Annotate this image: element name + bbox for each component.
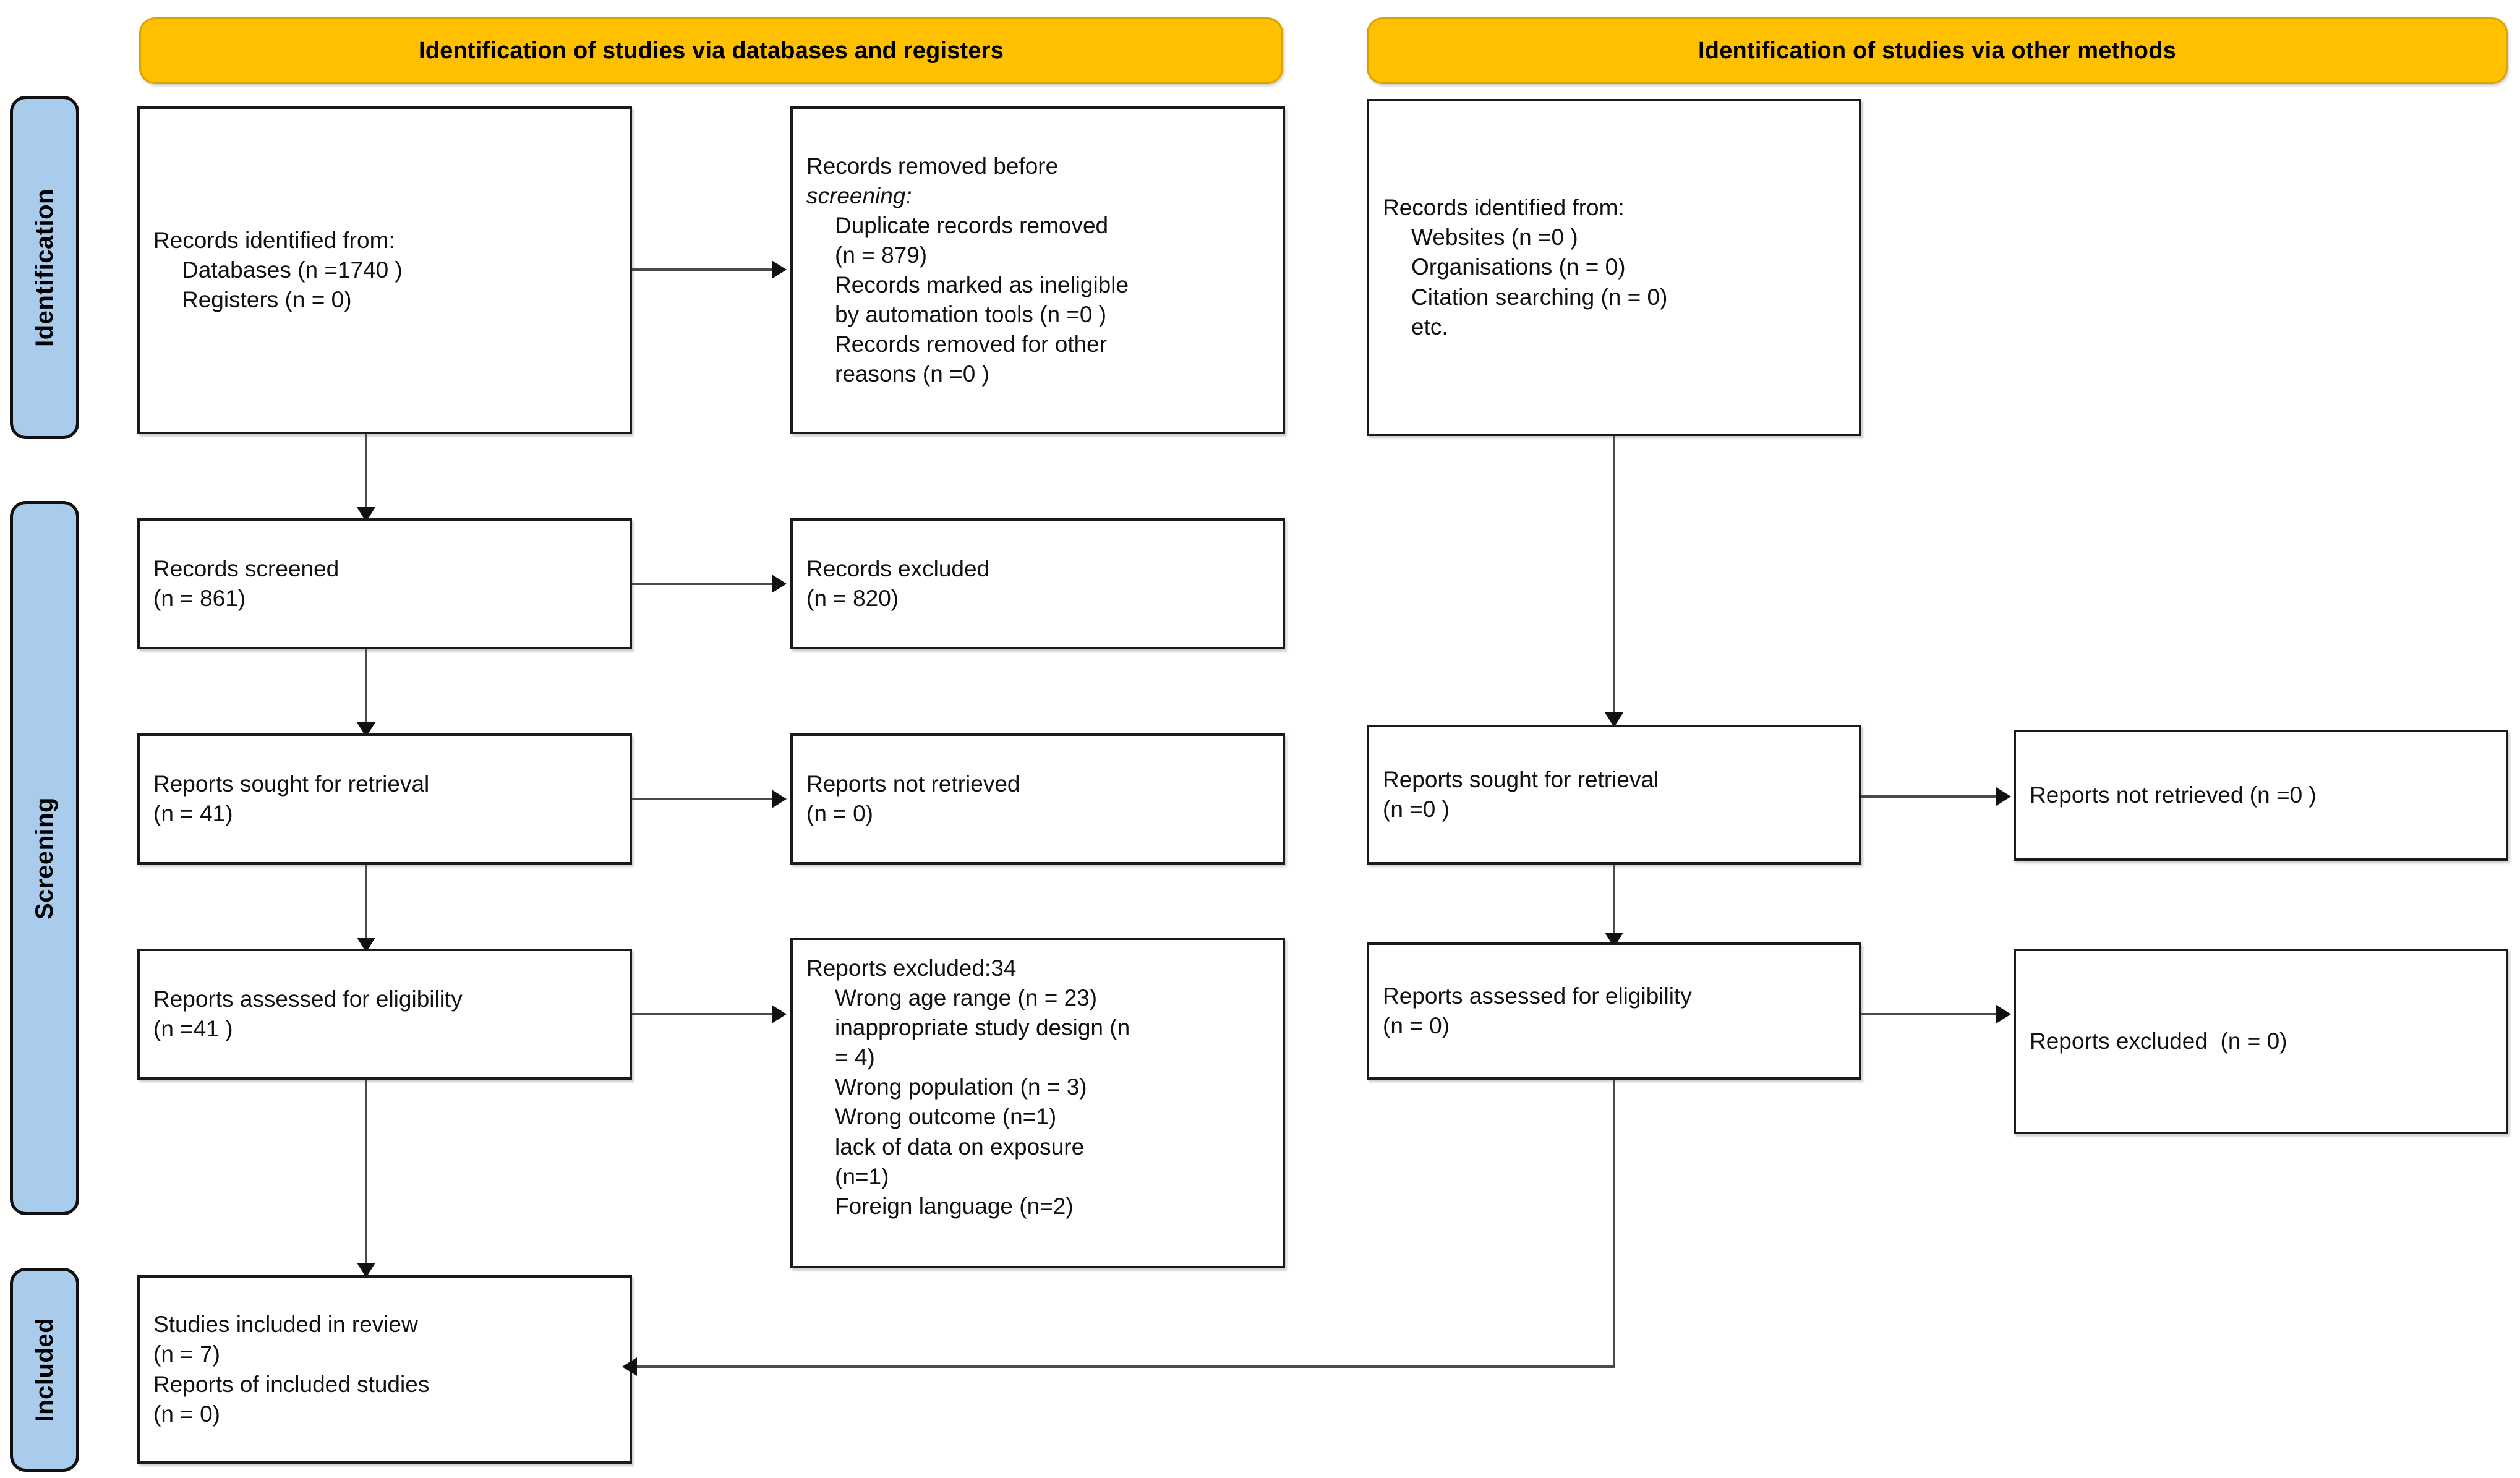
arrowhead-sought-to-notretrieved-right: [1996, 787, 2011, 806]
box-line: (n = 7): [153, 1341, 220, 1367]
banner-other-methods-label: Identification of studies via other meth…: [1698, 37, 2176, 64]
connector-identified-to-removed: [632, 268, 773, 271]
box-line: (n = 41): [153, 801, 233, 826]
box-line: (n = 820): [806, 586, 899, 611]
stage-included-label: Included: [30, 1317, 58, 1422]
box-reports-excluded-right: Reports excluded (n = 0): [2014, 949, 2508, 1134]
box-line: Studies included in review: [153, 1312, 418, 1338]
box-line: etc.: [1411, 314, 1448, 340]
connector-assessed-to-included: [365, 1080, 367, 1271]
connector-sought-to-notretrieved-right: [1861, 795, 1999, 798]
box-records-identified-other-methods: Records identified from: Websites (n =0 …: [1367, 99, 1861, 436]
box-line: Organisations (n = 0): [1411, 254, 1626, 280]
arrowhead-sought-to-notretrieved-left: [772, 790, 787, 808]
box-line: Databases (n =1740 ): [182, 257, 403, 283]
box-line: (n =41 ): [153, 1016, 233, 1041]
connector-screened-to-sought: [365, 649, 367, 728]
box-line: Records screened: [153, 555, 340, 581]
box-line: (n = 0): [1383, 1013, 1450, 1038]
box-line: Records removed for other: [835, 331, 1108, 357]
box-line: Reports of included studies: [153, 1371, 430, 1397]
box-reports-not-retrieved-right: Reports not retrieved (n =0 ): [2014, 730, 2508, 861]
box-line: Citation searching (n = 0): [1411, 284, 1668, 310]
box-records-identified: Records identified from: Databases (n =1…: [137, 106, 632, 434]
box-line: Registers (n = 0): [182, 287, 352, 313]
box-line: Duplicate records removed: [835, 212, 1109, 238]
box-line: screening:: [806, 182, 912, 208]
connector-sought-to-assessed-right: [1613, 865, 1615, 939]
connector-assessed-to-excluded-right: [1861, 1013, 1999, 1015]
box-reports-not-retrieved-left: Reports not retrieved (n = 0): [790, 733, 1285, 865]
box-line: Records identified from:: [1383, 195, 1625, 221]
box-line: = 4): [835, 1044, 875, 1070]
connector-right-column-to-included-horizontal: [637, 1365, 1615, 1368]
arrowhead-assessed-to-excluded-right: [1996, 1005, 2011, 1023]
stage-screening-label: Screening: [30, 797, 58, 920]
connector-sought-to-notretrieved-left: [632, 798, 773, 800]
box-line: Records identified from:: [153, 227, 395, 253]
connector-other-identified-to-sought: [1613, 436, 1615, 719]
box-line: (n=1): [835, 1163, 889, 1189]
arrowhead-assessed-to-excluded-left: [772, 1005, 787, 1023]
box-line: Reports assessed for eligibility: [1383, 983, 1692, 1009]
box-line: Foreign language (n=2): [835, 1193, 1074, 1219]
banner-other-methods: Identification of studies via other meth…: [1367, 17, 2508, 84]
box-line: Reports sought for retrieval: [153, 771, 430, 797]
box-reports-assessed-eligibility-left: Reports assessed for eligibility (n =41 …: [137, 949, 632, 1080]
box-line: by automation tools (n =0 ): [835, 302, 1107, 328]
box-line: (n = 879): [835, 242, 928, 268]
box-line: lack of data on exposure: [835, 1134, 1085, 1160]
box-line: Reports not retrieved: [806, 771, 1020, 797]
box-line: Wrong age range (n = 23): [835, 985, 1098, 1011]
stage-included: Included: [10, 1268, 79, 1472]
box-line: Websites (n =0 ): [1411, 224, 1578, 250]
box-records-screened: Records screened (n = 861): [137, 518, 632, 649]
box-reports-excluded-detail: Reports excluded:34 Wrong age range (n =…: [790, 938, 1285, 1268]
box-line: Reports sought for retrieval: [1383, 766, 1659, 792]
connector-identified-to-screened: [365, 434, 367, 513]
connector-sought-to-assessed-left: [365, 865, 367, 944]
box-reports-assessed-eligibility-right: Reports assessed for eligibility (n = 0): [1367, 942, 1861, 1080]
connector-assessed-to-excluded-left: [632, 1013, 773, 1015]
box-line: Records removed before: [806, 153, 1059, 179]
box-line: Reports not retrieved (n =0 ): [2030, 782, 2317, 808]
stage-screening: Screening: [10, 501, 79, 1215]
box-line: (n = 0): [806, 801, 873, 826]
banner-databases-registers: Identification of studies via databases …: [139, 17, 1283, 84]
box-line: inappropriate study design (n: [835, 1015, 1130, 1041]
box-line: Records excluded: [806, 555, 990, 581]
box-line: (n = 0): [153, 1401, 220, 1427]
box-line: Reports excluded (n = 0): [2030, 1028, 2287, 1054]
banner-databases-registers-label: Identification of studies via databases …: [418, 37, 1004, 64]
box-line: (n = 861): [153, 586, 246, 611]
box-line: Wrong outcome (n=1): [835, 1104, 1057, 1130]
stage-identification-label: Identification: [30, 188, 58, 347]
arrowhead-identified-to-removed: [772, 260, 787, 279]
stage-identification: Identification: [10, 96, 79, 439]
connector-right-column-to-included-vertical: [1613, 1080, 1615, 1367]
arrowhead-right-column-to-included: [622, 1357, 637, 1376]
arrowhead-screened-to-excluded: [772, 575, 787, 593]
box-line: reasons (n =0 ): [835, 361, 989, 387]
box-records-removed-before-screening: Records removed before screening: Duplic…: [790, 106, 1285, 434]
box-studies-included-in-review: Studies included in review (n = 7) Repor…: [137, 1275, 632, 1464]
box-reports-sought-retrieval-left: Reports sought for retrieval (n = 41): [137, 733, 632, 865]
box-line: Reports assessed for eligibility: [153, 986, 463, 1012]
box-line: Wrong population (n = 3): [835, 1074, 1087, 1100]
box-line: Reports excluded:34: [806, 955, 1017, 981]
box-line: (n =0 ): [1383, 797, 1450, 822]
box-reports-sought-retrieval-right: Reports sought for retrieval (n =0 ): [1367, 725, 1861, 865]
box-records-excluded: Records excluded (n = 820): [790, 518, 1285, 649]
box-line: Records marked as ineligible: [835, 272, 1129, 297]
connector-screened-to-excluded: [632, 583, 773, 585]
